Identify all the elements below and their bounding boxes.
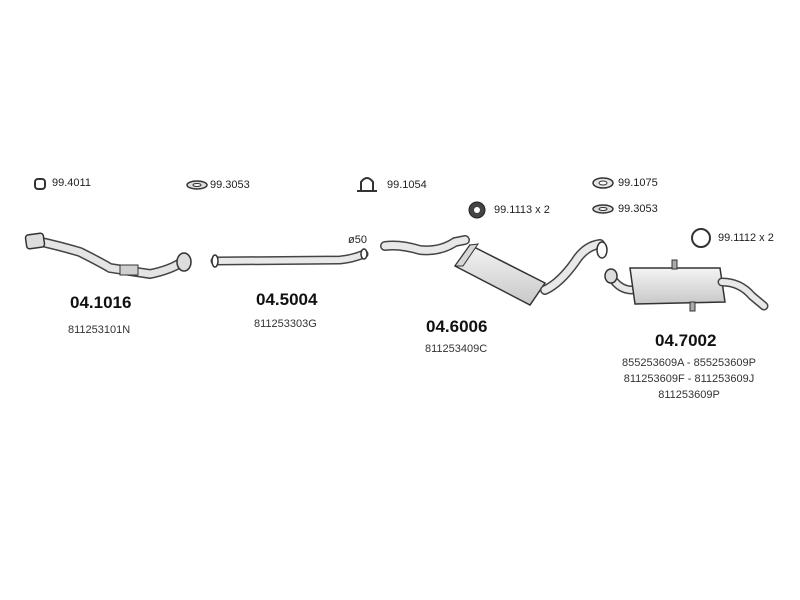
diameter-label: ø50 (348, 234, 367, 246)
accessory-label-u-clamp: 99.1054 (387, 179, 427, 191)
accessory-label-flange-gasket: 99.1075 (618, 177, 658, 189)
rear-silencer-drawing (604, 259, 769, 312)
part-number: 04.5004 (256, 290, 318, 309)
ring-gasket-icon (186, 180, 208, 190)
accessory-label-ring-gasket: 99.3053 (210, 179, 250, 191)
oe-reference: 811253101N (68, 324, 131, 336)
accessory-label-o-ring: 99.1112 x 2 (718, 232, 774, 244)
centre-silencer-drawing (380, 235, 608, 306)
accessory-label-ring-gasket-2: 99.3053 (618, 203, 658, 215)
oe-reference: 855253609A - 855253609P (622, 357, 756, 369)
front-pipe-drawing (24, 232, 192, 280)
o-ring-icon (691, 228, 711, 248)
part-number: 04.6006 (426, 317, 488, 336)
middle-pipe-drawing (210, 248, 369, 268)
accessory-label-rubber-mount: 99.1113 x 2 (494, 204, 550, 216)
oe-reference: 811253303G (254, 318, 317, 330)
accessory-label-clamp: 99.4011 (52, 177, 91, 189)
oe-reference: 811253609F - 811253609J (623, 373, 755, 385)
part-number: 04.7002 (655, 331, 717, 350)
clamp-icon (34, 178, 46, 190)
flange-gasket-icon (592, 177, 614, 189)
part-number: 04.1016 (70, 293, 132, 312)
oe-reference: 811253609P (658, 389, 720, 401)
ring-gasket-icon-2 (592, 204, 614, 214)
rubber-mount-icon (468, 201, 486, 219)
u-clamp-icon (357, 177, 377, 192)
oe-reference: 811253409C (425, 343, 488, 355)
